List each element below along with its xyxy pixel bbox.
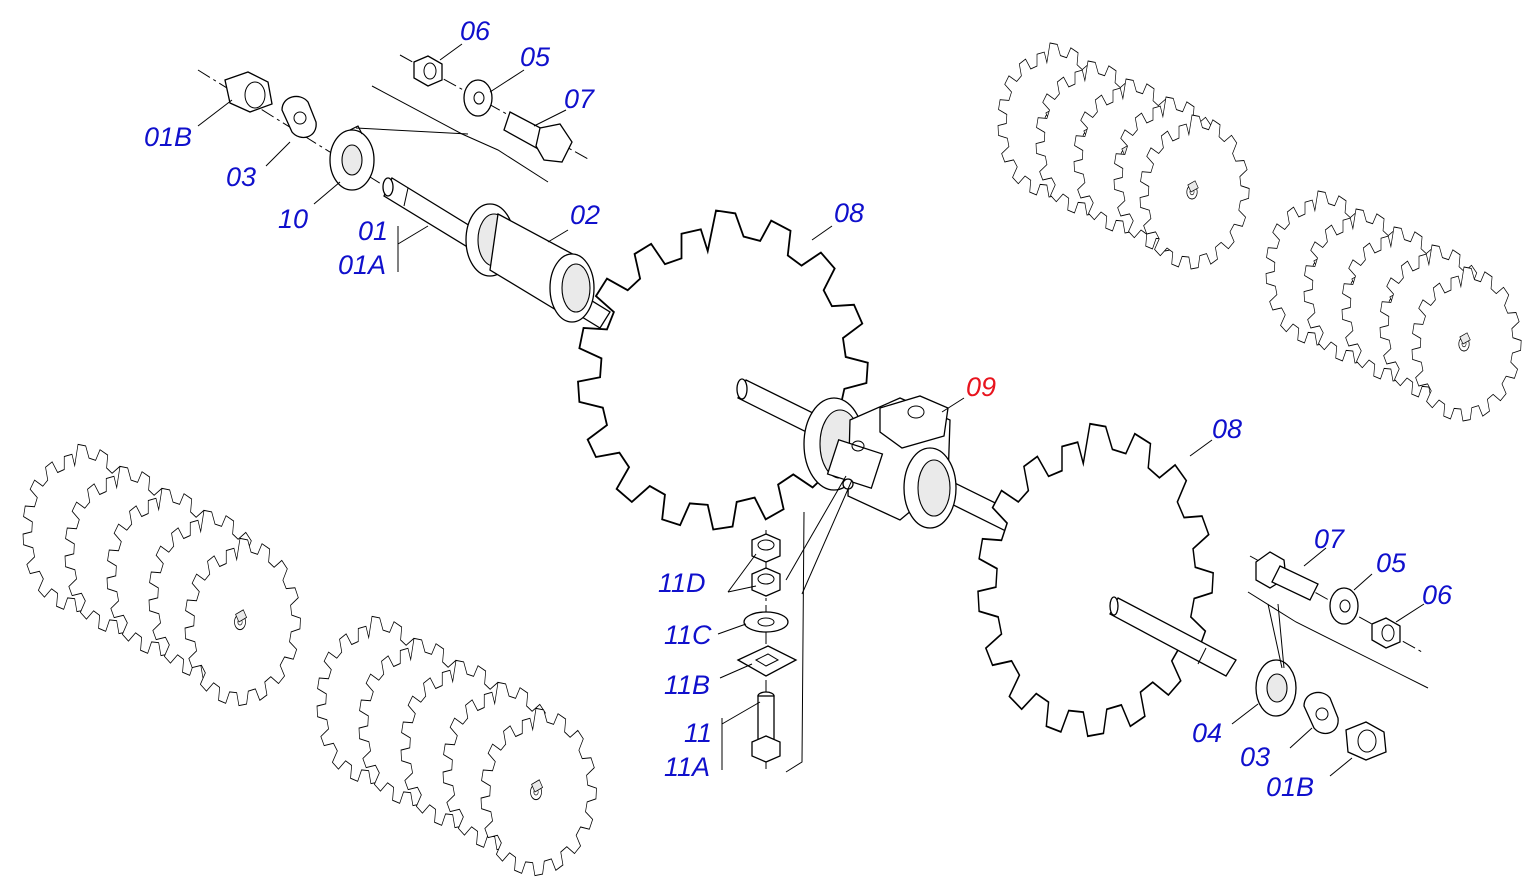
bearing-housing-09-icon bbox=[803, 395, 957, 529]
top-left-assembly bbox=[197, 54, 611, 329]
callout-03-top: 03 bbox=[226, 162, 256, 192]
hex-nut-01b-top-icon bbox=[224, 71, 273, 113]
washer-05-right-icon bbox=[1329, 587, 1359, 625]
callout-06-right: 06 bbox=[1422, 580, 1453, 610]
callout-04: 04 bbox=[1192, 718, 1222, 748]
callout-11: 11 bbox=[684, 718, 712, 748]
bolt-group-11 bbox=[717, 530, 798, 770]
washer-10-icon bbox=[329, 125, 375, 191]
callout-09: 09 bbox=[966, 372, 996, 402]
washer-11c-icon bbox=[743, 611, 789, 633]
callout-11c: 11C bbox=[664, 620, 712, 650]
washer-04-icon bbox=[1255, 659, 1297, 717]
disc-gang-top-right bbox=[998, 43, 1249, 269]
nut-11d-lower-icon bbox=[751, 567, 781, 597]
callout-labels: 06 05 07 01B 03 10 01 01A 02 08 09 08 07… bbox=[144, 16, 1453, 802]
callout-03-right: 03 bbox=[1240, 742, 1270, 772]
callout-01: 01 bbox=[358, 216, 388, 246]
callout-07-right: 07 bbox=[1314, 524, 1345, 554]
callout-11d: 11D bbox=[658, 568, 706, 598]
callout-10: 10 bbox=[278, 204, 308, 234]
callout-06-top: 06 bbox=[460, 16, 491, 46]
plate-11b-icon bbox=[736, 645, 798, 677]
callout-01b-right: 01B bbox=[1266, 772, 1314, 802]
disc-gang-bottom bbox=[317, 616, 597, 875]
nut-11d-upper-icon bbox=[751, 533, 781, 563]
callout-08-upper: 08 bbox=[834, 198, 864, 228]
hex-nut-01b-right-icon bbox=[1345, 721, 1387, 761]
nut-06-top-icon bbox=[413, 55, 443, 87]
nut-06-right-icon bbox=[1371, 617, 1401, 649]
disc-gang-middle-right bbox=[1266, 191, 1521, 421]
central-assembly bbox=[577, 209, 1237, 773]
right-end-assembly bbox=[1247, 551, 1429, 761]
leader-lines bbox=[197, 43, 1425, 777]
hub-02-icon bbox=[465, 203, 595, 323]
washer-05-top-icon bbox=[463, 79, 493, 117]
callout-01b-top: 01B bbox=[144, 122, 192, 152]
bolt-07-right-icon bbox=[1255, 551, 1319, 601]
disc-gang-left bbox=[23, 444, 301, 705]
callout-11a: 11A bbox=[664, 752, 710, 782]
callout-07-top: 07 bbox=[564, 84, 595, 114]
bolt-11-icon bbox=[751, 691, 781, 763]
callout-11b: 11B bbox=[664, 670, 710, 700]
callout-02: 02 bbox=[570, 200, 600, 230]
callout-08-right: 08 bbox=[1212, 414, 1242, 444]
lock-plate-03-right-icon bbox=[1303, 691, 1339, 735]
callout-05-top: 05 bbox=[520, 42, 551, 72]
callout-01a: 01A bbox=[338, 250, 386, 280]
callout-05-right: 05 bbox=[1376, 548, 1407, 578]
bolt-07-top-icon bbox=[503, 111, 573, 163]
lock-plate-03-top-icon bbox=[281, 95, 317, 139]
